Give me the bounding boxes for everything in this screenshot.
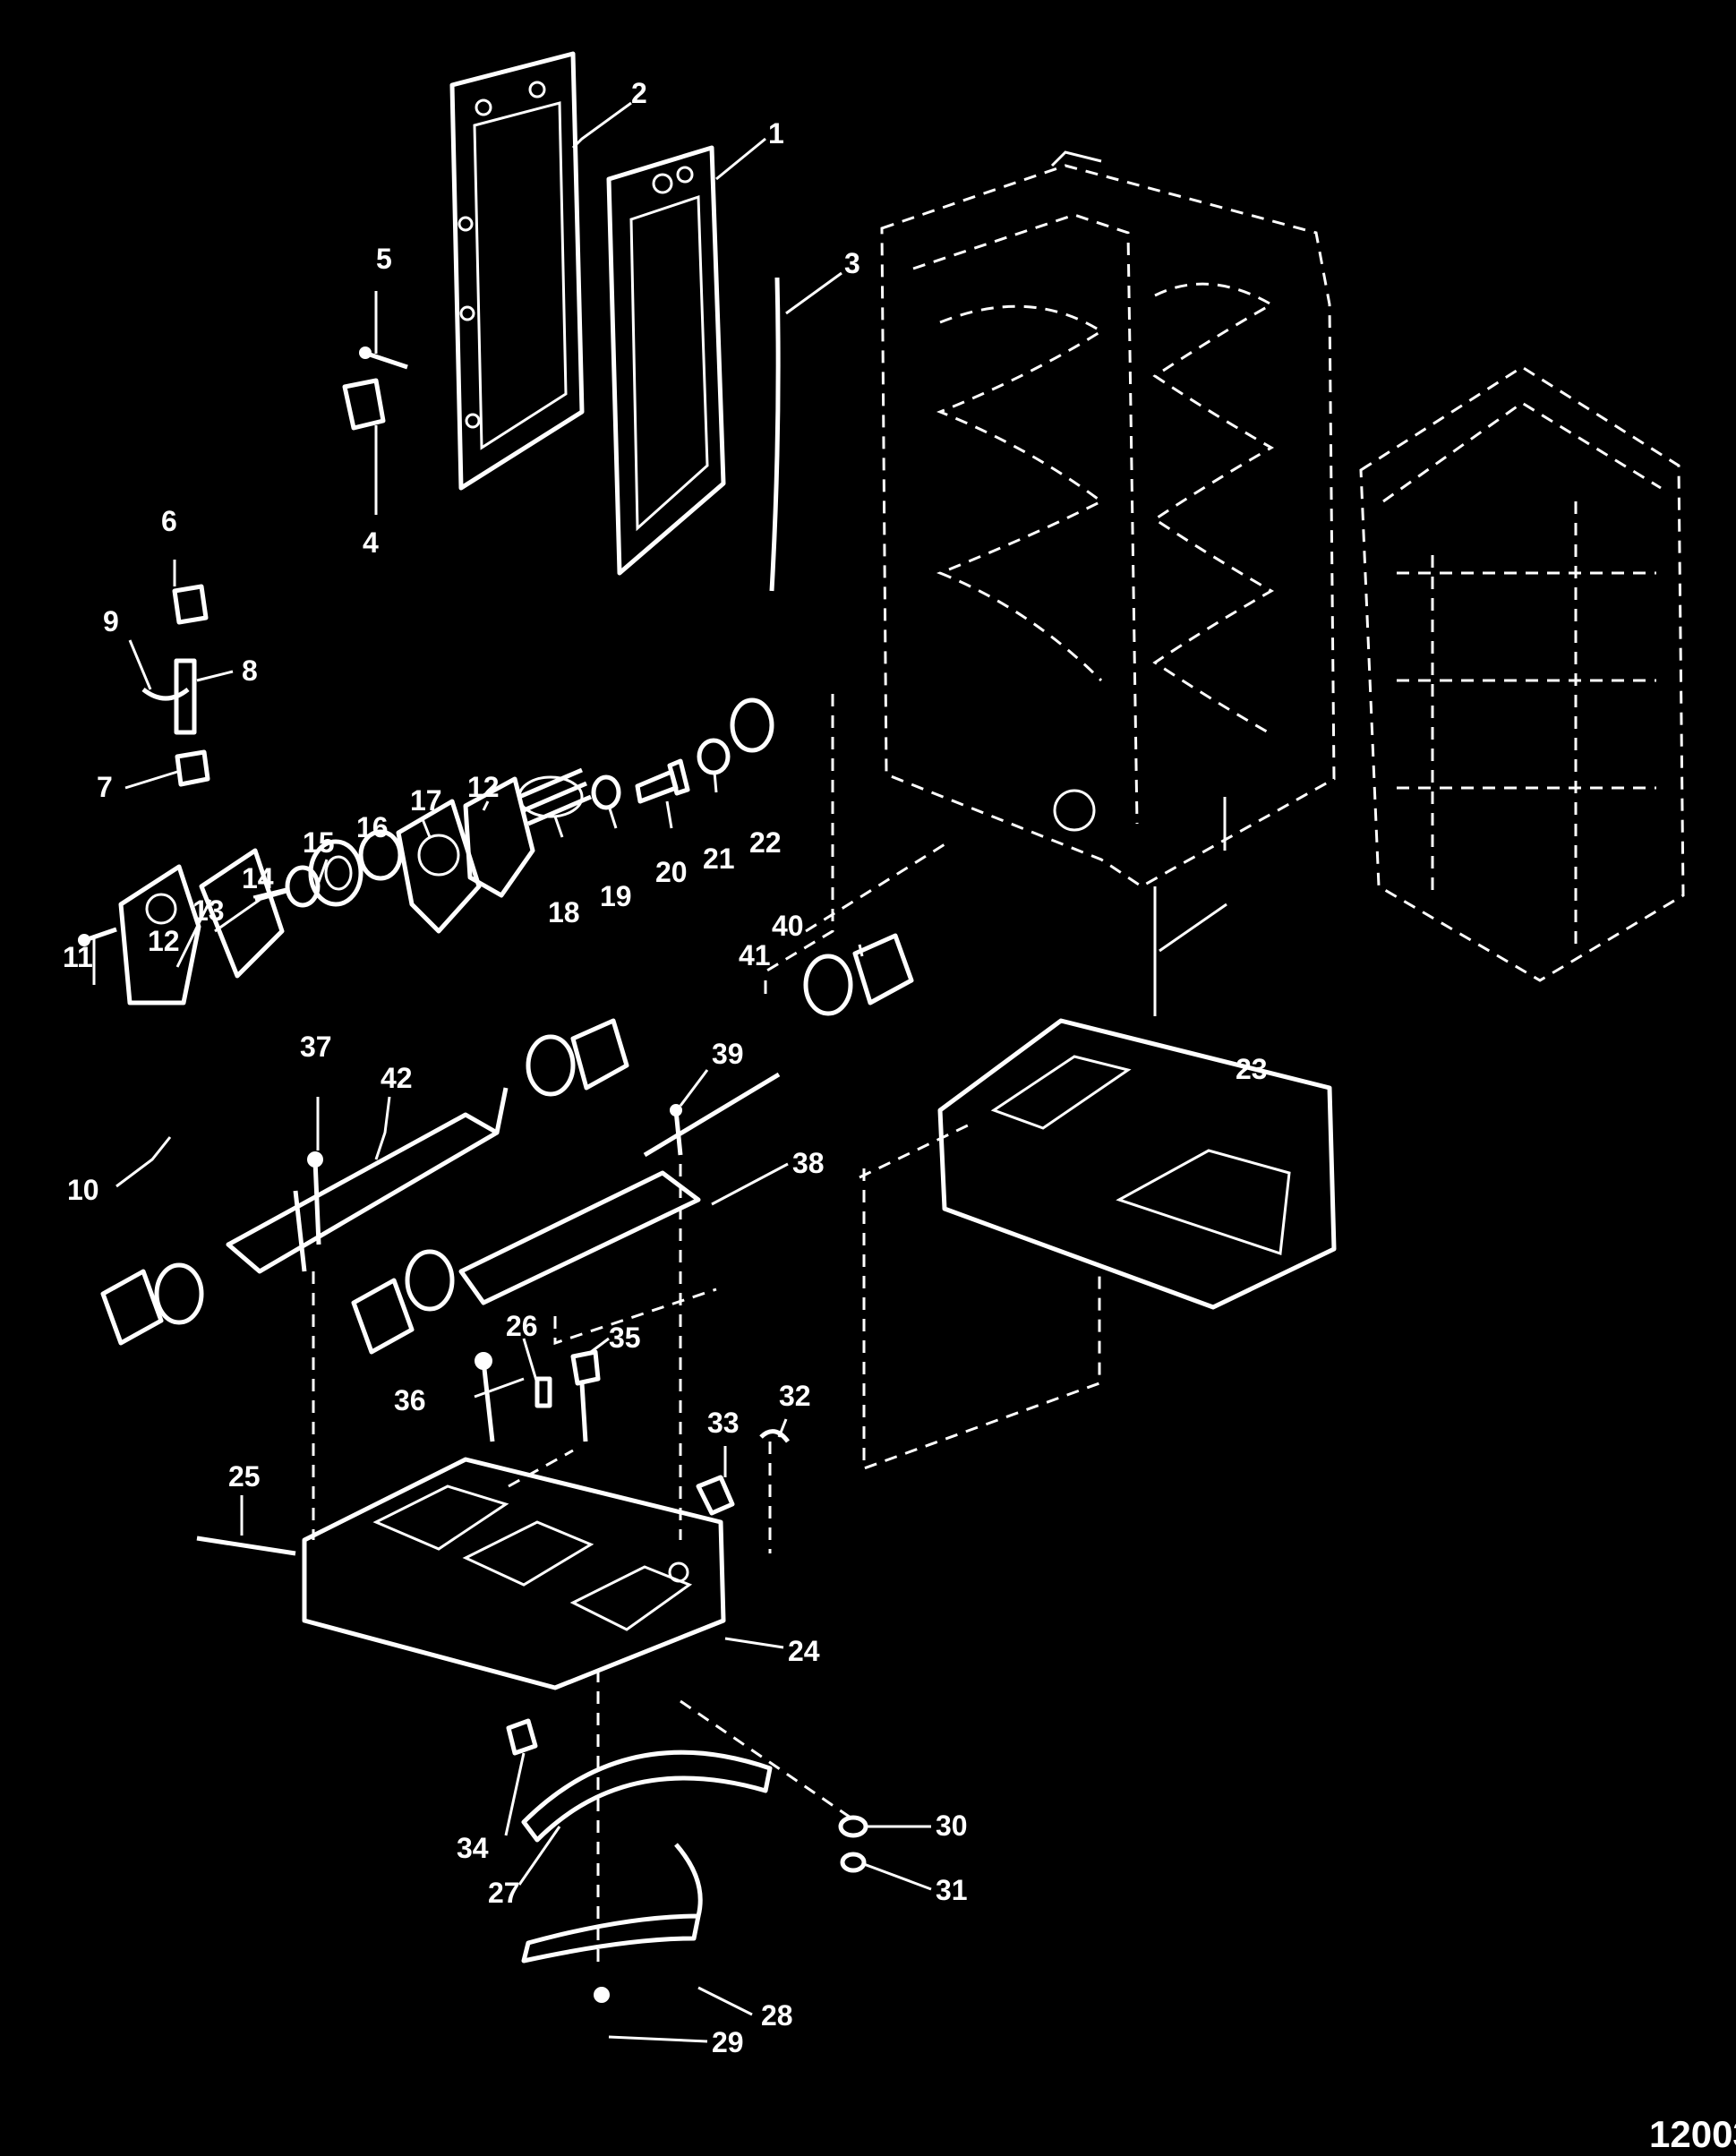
exhaust-plate-gasket — [606, 145, 726, 576]
callout-13: 13 — [192, 894, 225, 927]
callout-14: 14 — [242, 862, 274, 894]
callout-22: 22 — [749, 826, 782, 859]
bushing-26 — [534, 1376, 552, 1408]
callout-30: 30 — [936, 1810, 968, 1842]
callout-24: 24 — [788, 1635, 820, 1667]
rubber-mount-right-front — [351, 1249, 455, 1355]
callout-20: 20 — [655, 856, 688, 888]
poppet-20 — [635, 758, 690, 804]
callout-labels: 2 1 3 5 4 6 9 8 7 10 11 12 13 14 15 16 1… — [63, 77, 1268, 2058]
exhaust-seal-27 — [521, 1750, 773, 1843]
housing-17 — [396, 799, 482, 934]
callout-33: 33 — [707, 1407, 740, 1439]
mount-bracket-42 — [226, 1087, 509, 1274]
grommet-16 — [358, 829, 403, 881]
adapter-gasket-23 — [937, 1018, 1337, 1310]
mount-bracket-38 — [458, 1072, 781, 1305]
callout-41: 41 — [739, 939, 771, 971]
washer-14 — [285, 865, 321, 908]
plug-34 — [506, 1718, 538, 1756]
callout-4: 4 — [363, 526, 379, 559]
callout-12a: 12 — [148, 925, 180, 957]
screw-37 — [307, 1151, 323, 1245]
powerhead-block — [880, 150, 1336, 1016]
callout-38: 38 — [792, 1147, 825, 1179]
callout-3: 3 — [844, 247, 860, 279]
callout-17: 17 — [410, 784, 442, 817]
rubber-mount-left-rear — [526, 1018, 629, 1097]
screw-29 — [594, 1987, 610, 2003]
screw-5 — [359, 346, 408, 370]
callout-39: 39 — [712, 1038, 744, 1070]
callout-6: 6 — [161, 505, 177, 537]
plug-33 — [696, 1475, 735, 1516]
fitting-7 — [175, 749, 210, 787]
callout-8: 8 — [242, 654, 258, 687]
screw-13 — [254, 888, 287, 903]
washer-19 — [591, 774, 621, 810]
hose — [769, 277, 781, 592]
callout-1: 1 — [768, 117, 784, 150]
screw-11 — [78, 927, 117, 946]
callout-36: 36 — [394, 1384, 426, 1416]
callout-2: 2 — [631, 77, 647, 109]
callout-25: 25 — [228, 1460, 261, 1493]
callout-26: 26 — [506, 1310, 538, 1342]
adapter-plate-24 — [302, 1457, 726, 1690]
callout-35: 35 — [609, 1322, 641, 1354]
clip-32 — [759, 1429, 790, 1443]
callout-7: 7 — [97, 771, 113, 803]
callout-16: 16 — [356, 811, 389, 843]
callout-5: 5 — [376, 243, 392, 275]
callout-15: 15 — [303, 826, 335, 859]
thermostat-15 — [308, 839, 363, 907]
exhaust-seal-28 — [521, 1843, 703, 1964]
grommet-22 — [730, 697, 774, 753]
callout-40: 40 — [772, 910, 804, 942]
nut-31 — [840, 1852, 867, 1873]
spring-18 — [517, 767, 592, 826]
callout-21: 21 — [703, 843, 735, 875]
screw-39 — [670, 1104, 683, 1156]
seat-21 — [697, 738, 731, 775]
crankcase-cover — [1359, 365, 1685, 982]
callout-23: 23 — [1236, 1053, 1268, 1085]
stud-25 — [196, 1536, 296, 1556]
callout-42: 42 — [381, 1062, 413, 1094]
connector-6 — [172, 584, 209, 625]
callout-11: 11 — [63, 941, 93, 973]
exhaust-plate — [449, 51, 585, 491]
callout-12b: 12 — [467, 771, 500, 803]
rubber-mount-41 — [852, 933, 914, 1005]
fitting-35 — [570, 1349, 601, 1442]
callout-32: 32 — [779, 1380, 811, 1412]
callout-27: 27 — [488, 1877, 520, 1909]
rubber-mount-left-front — [100, 1262, 204, 1346]
clamp-9 — [141, 687, 190, 701]
gasket-12a — [199, 848, 285, 979]
washer-40 — [803, 954, 853, 1016]
callout-37: 37 — [300, 1031, 332, 1063]
screw-36 — [475, 1352, 495, 1442]
washer-30 — [838, 1815, 868, 1838]
gasket-12b — [463, 776, 535, 898]
callout-28: 28 — [761, 1999, 793, 2032]
callout-10: 10 — [67, 1174, 99, 1206]
callout-19: 19 — [600, 880, 632, 912]
figure-number: 12003 — [1649, 2113, 1736, 2155]
thermostat-cover-10 — [118, 864, 201, 1005]
callout-34: 34 — [457, 1832, 489, 1864]
alignment-lines — [312, 694, 1101, 1970]
callout-29: 29 — [712, 2026, 744, 2058]
callout-18: 18 — [548, 896, 580, 928]
clip-4 — [342, 378, 386, 431]
callout-9: 9 — [103, 605, 119, 637]
leader-lines — [92, 101, 1227, 2043]
callout-31: 31 — [936, 1874, 968, 1906]
